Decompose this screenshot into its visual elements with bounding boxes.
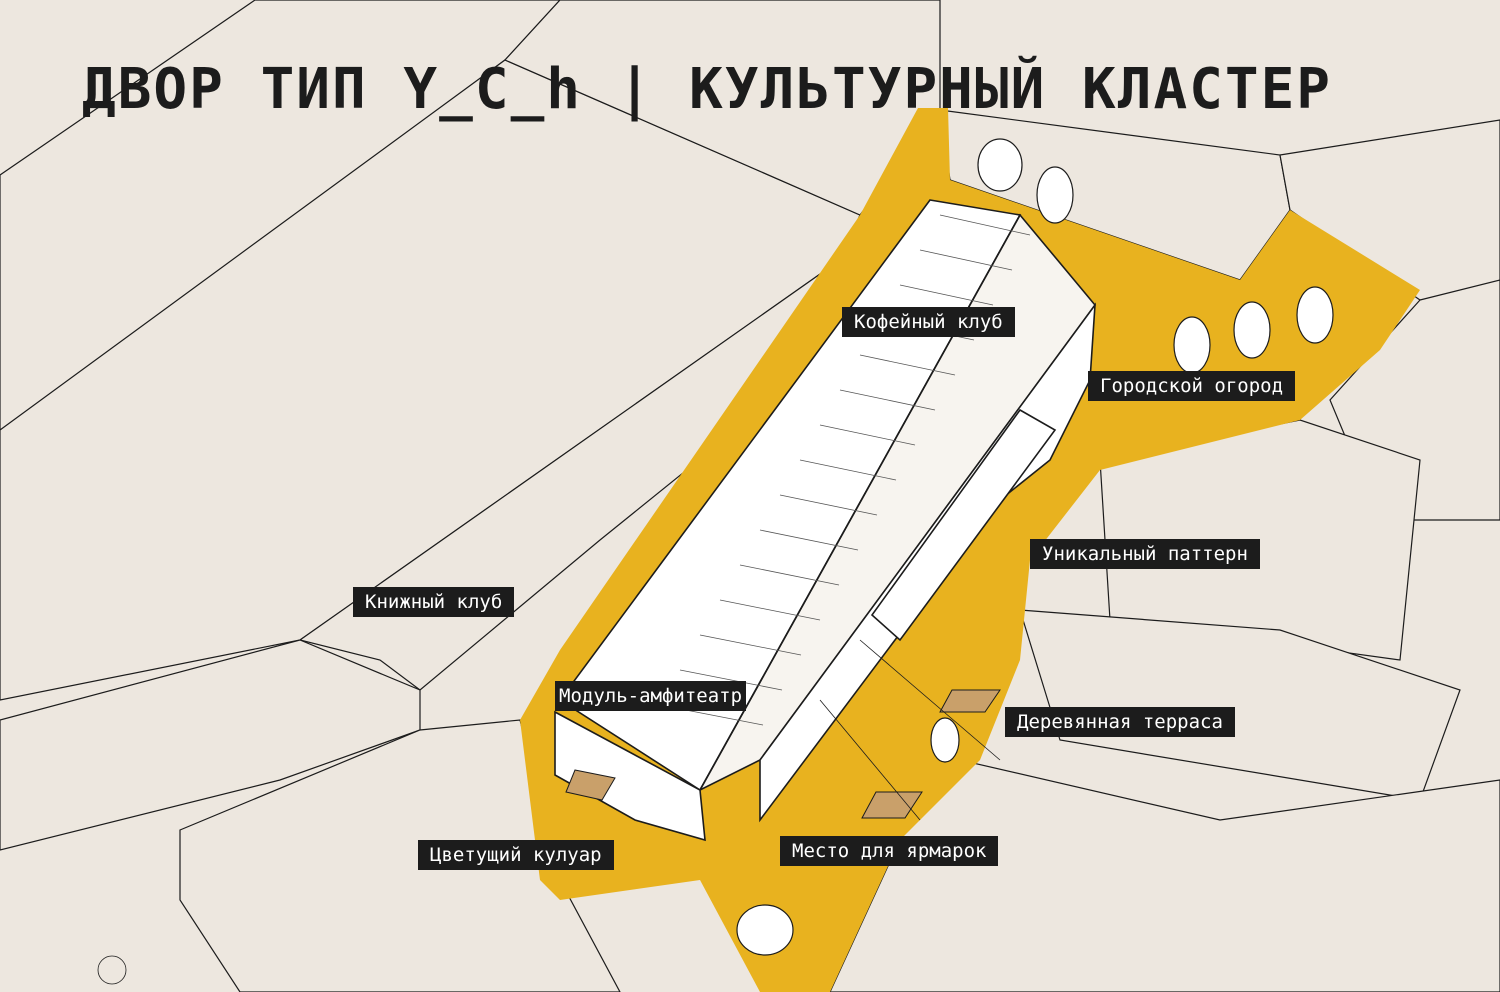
annex-block bbox=[870, 408, 1057, 642]
wooden-terrace-deck bbox=[861, 791, 923, 819]
wooden-terrace-deck bbox=[939, 689, 1001, 713]
label-city-garden: Городской огород bbox=[1088, 371, 1296, 401]
compass-icon bbox=[97, 955, 127, 985]
label-amphitheatre-module: Модуль-амфитеатр bbox=[555, 681, 747, 711]
context-building-south bbox=[179, 719, 621, 992]
tree-icon bbox=[977, 138, 1023, 192]
tree-icon bbox=[1233, 301, 1271, 359]
tree-icon bbox=[1296, 286, 1334, 344]
page-title: ДВОР ТИП Y_C_h | КУЛЬТУРНЫЙ КЛАСТЕР bbox=[82, 57, 1333, 122]
site-lines bbox=[97, 639, 1001, 985]
label-unique-pattern: Уникальный паттерн bbox=[1030, 539, 1260, 569]
tree-icon bbox=[736, 904, 794, 956]
tree-icon bbox=[1173, 316, 1211, 374]
label-wooden-terrace: Деревянная терраса bbox=[1005, 707, 1235, 737]
label-book-club: Книжный клуб bbox=[353, 587, 515, 617]
tree-icon bbox=[1036, 166, 1074, 224]
label-coffee-club: Кофейный клуб bbox=[842, 307, 1015, 337]
label-blooming-corridor: Цветущий кулуар bbox=[418, 840, 614, 870]
amphitheatre-steps bbox=[565, 769, 616, 801]
label-fair-place: Место для ярмарок bbox=[780, 836, 999, 866]
tree-icon bbox=[930, 717, 960, 763]
roof-hatching bbox=[659, 214, 1031, 726]
main-building bbox=[554, 199, 1097, 842]
trees bbox=[736, 138, 1334, 956]
terraces bbox=[565, 689, 1001, 819]
building-facade-south bbox=[554, 710, 706, 842]
